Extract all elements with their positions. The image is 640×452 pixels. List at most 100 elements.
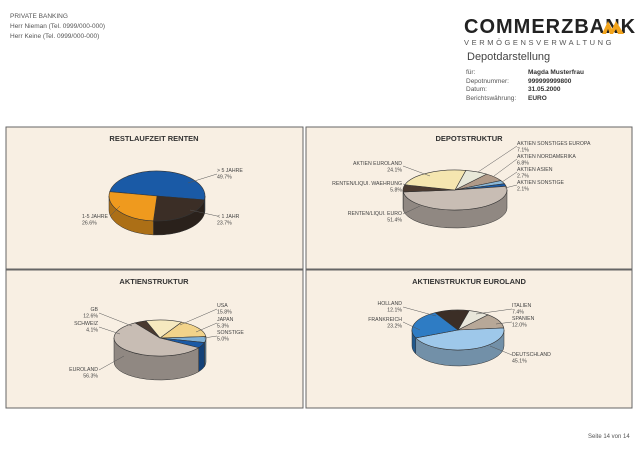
chart-title: AKTIENSTRUKTUR EUROLAND: [412, 277, 526, 286]
pie-slice: [415, 327, 505, 351]
slice-percent: 6.8%: [517, 161, 529, 167]
slice-percent: 2.7%: [517, 174, 529, 180]
pie-slice: [159, 321, 207, 339]
leader-line: [179, 308, 218, 326]
pie-slice: [404, 169, 467, 191]
pie-charts: [108, 169, 508, 381]
slice-percent: 7.4%: [512, 310, 524, 316]
slice-label: RENTEN/LIQUI. EURO: [348, 211, 402, 217]
leader-line: [402, 306, 437, 317]
chart-title: DEPOTSTRUKTUR: [435, 134, 503, 143]
slice-percent: 12.1%: [387, 308, 402, 314]
meta-row: für:Magda Musterfrau: [466, 69, 584, 76]
pie-chart: [113, 319, 207, 381]
slice-label: HOLLAND: [377, 301, 402, 307]
slice-percent: 23.7%: [217, 221, 232, 227]
meta-row: Datum:31.05.2000: [466, 86, 561, 94]
leader-line: [195, 322, 218, 333]
slice-label: < 1 JAHR: [217, 214, 240, 220]
slice-label: RENTEN/LIQUI. WAEHRUNG: [332, 181, 402, 187]
pie-slice: [402, 185, 508, 211]
pie-chart: [402, 169, 508, 229]
leader-line: [501, 171, 518, 183]
meta-row: Depotnummer:999999999800: [466, 77, 572, 85]
leader-line: [203, 335, 218, 339]
pie-slice: [145, 319, 183, 339]
leader-line: [402, 183, 413, 187]
leader-line: [489, 345, 513, 356]
slice-label: AKTIEN SONSTIGES EUROPA: [517, 141, 591, 147]
private-banking-contact: PRIVATE BANKING Herr Nieman (Tel. 0999/0…: [10, 12, 105, 42]
slice-percent: 2.1%: [517, 187, 529, 193]
slice-percent: 12.6%: [83, 314, 98, 320]
pie-slice: [153, 195, 205, 222]
pie-slice: [113, 322, 200, 357]
slice-percent: 12.0%: [512, 323, 527, 329]
leader-line: [493, 158, 518, 177]
leader-line: [504, 184, 518, 189]
leader-line: [477, 145, 518, 173]
leader-line: [475, 308, 513, 315]
slice-percent: 5.8%: [390, 188, 402, 194]
leader-line: [98, 355, 125, 371]
meta-row: Berichtswährung:EURO: [466, 94, 547, 102]
slice-percent: 4.1%: [86, 328, 98, 334]
slice-label: SPANIEN: [512, 316, 535, 322]
pie-slice: [109, 170, 206, 201]
slice-label: EUROLAND: [69, 367, 98, 373]
chart-title: AKTIENSTRUKTUR: [119, 277, 189, 286]
slice-label: USA: [217, 303, 228, 309]
slice-percent: 51.4%: [387, 218, 402, 224]
slice-label: DEUTSCHLAND: [512, 352, 551, 358]
pie-chart: [108, 170, 206, 236]
leader-line: [109, 205, 121, 217]
slice-percent: 26.6%: [82, 221, 97, 227]
slice-label: AKTIEN SONSTIGE: [517, 180, 565, 186]
slice-percent: 23.2%: [387, 324, 402, 330]
leader-line: [402, 165, 431, 177]
slice-label: > 5 JAHRE: [217, 168, 243, 174]
leader-line: [98, 326, 121, 335]
slice-label: SONSTIGE: [217, 330, 244, 336]
slice-label: SCHWEIZ: [74, 321, 98, 327]
slice-percent: 7.1%: [517, 148, 529, 154]
slice-percent: 5.3%: [217, 324, 229, 330]
pie-chart: [411, 309, 505, 367]
slice-label: JAPAN: [217, 317, 234, 323]
commerzbank-ribbon-icon: [602, 21, 624, 34]
bank-name: COMMERZBANK: [464, 16, 637, 38]
leader-line: [402, 321, 421, 331]
document-meta: für:Magda Musterfrau Depotnummer:9999999…: [466, 69, 584, 103]
slice-label: AKTIEN EUROLAND: [353, 161, 402, 167]
pie-slice: [108, 191, 158, 222]
document-title: Depotdarstellung: [467, 51, 551, 63]
pie-slice: [434, 309, 470, 331]
slice-label: GB: [91, 307, 99, 313]
leader-line: [187, 173, 218, 184]
slice-label: 1-5 JAHRE: [82, 214, 108, 220]
slice-percent: 24.1%: [387, 168, 402, 174]
slice-label: ITALIEN: [512, 303, 531, 309]
slice-percent: 56.3%: [83, 374, 98, 380]
leader-line: [98, 312, 133, 327]
header-line: Herr Nieman (Tel. 0999/000-000): [10, 23, 106, 30]
leader-line: [189, 209, 218, 217]
slice-label: AKTIEN NORDAMERIKA: [517, 154, 576, 160]
slice-percent: 5.0%: [217, 337, 229, 343]
slice-label: FRANKREICH: [368, 317, 402, 323]
leader-line: [402, 205, 421, 215]
slice-percent: 45.1%: [512, 359, 527, 365]
header-line: PRIVATE BANKING: [10, 13, 68, 20]
bank-subtitle: VERMÖGENSVERWALTUNG: [464, 38, 615, 47]
chart-title: RESTLAUFZEIT RENTEN: [109, 134, 198, 143]
pie-slice: [411, 312, 459, 339]
leader-line: [495, 321, 513, 325]
slice-percent: 15.8%: [217, 310, 232, 316]
header-line: Herr Keine (Tel. 0999/000-000): [10, 33, 100, 40]
bank-logo: COMMERZBANK VERMÖGENSVERWALTUNG: [464, 16, 636, 47]
slice-label: AKTIEN ASIEN: [517, 167, 553, 173]
page-number: Seite 14 von 14: [588, 434, 630, 440]
slice-percent: 49.7%: [217, 175, 232, 181]
